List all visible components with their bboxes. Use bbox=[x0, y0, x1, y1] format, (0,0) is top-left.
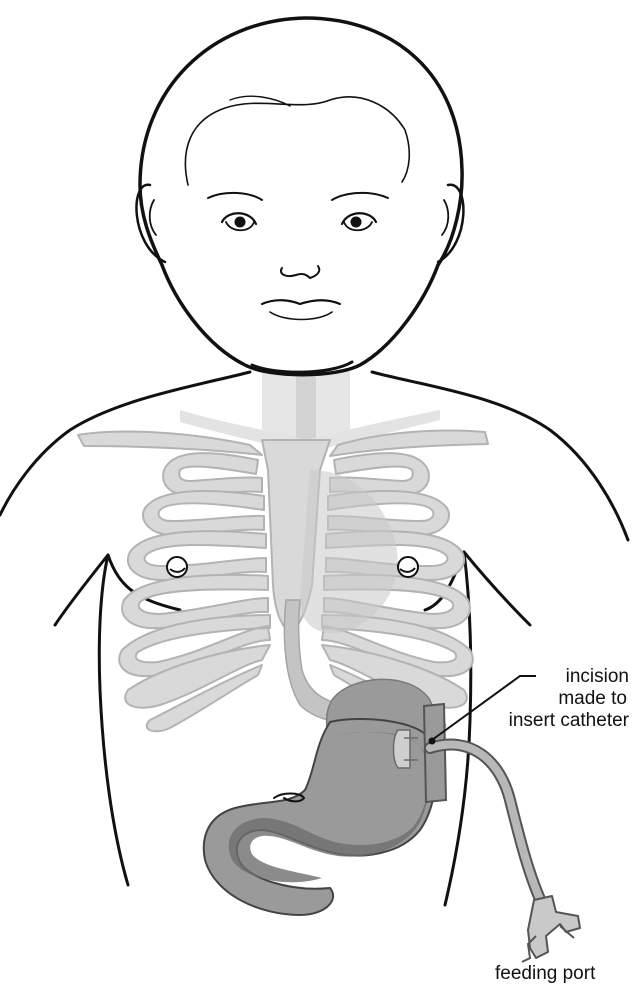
head bbox=[136, 18, 463, 375]
incision-label-line-1: incision bbox=[509, 666, 629, 688]
incision-label: incision made to insert catheter bbox=[509, 666, 629, 732]
incision-label-line-3: insert catheter bbox=[509, 710, 629, 732]
incision-dot bbox=[429, 738, 436, 745]
feeding-port-label: feeding port bbox=[495, 963, 595, 985]
rib-cage bbox=[78, 431, 488, 732]
incision-label-line-2: made to bbox=[509, 688, 629, 710]
